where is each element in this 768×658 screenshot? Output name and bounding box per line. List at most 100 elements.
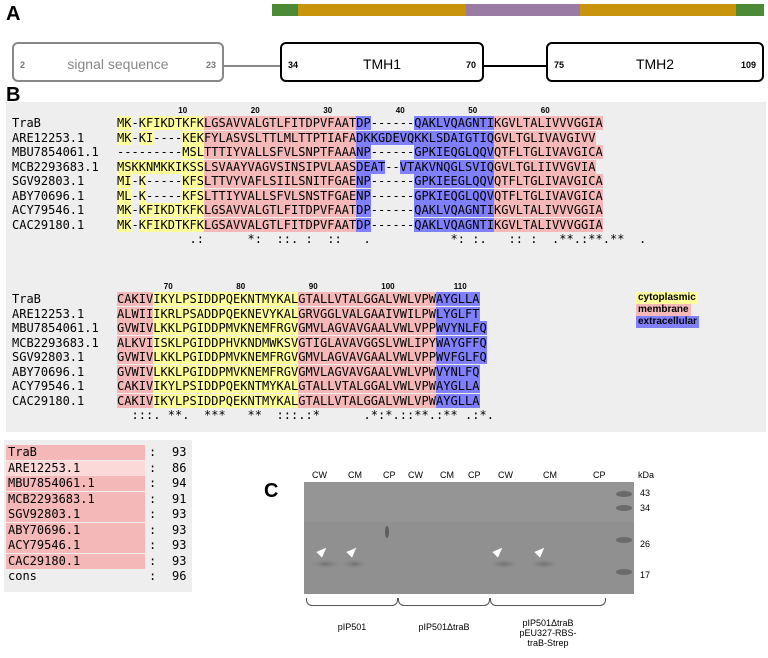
residue: A bbox=[124, 292, 132, 306]
residue: - bbox=[167, 188, 175, 203]
score-row: ACY79546.1:93 bbox=[6, 538, 190, 553]
residue: V bbox=[552, 145, 560, 159]
residue: Q bbox=[479, 145, 487, 159]
kda-marker: 26 bbox=[640, 539, 651, 549]
residue: T bbox=[320, 145, 328, 159]
residue: V bbox=[443, 116, 451, 130]
residue: - bbox=[160, 145, 168, 159]
residue: P bbox=[182, 350, 190, 364]
consensus-char: : bbox=[131, 408, 139, 422]
sequence: ALWIIIKRLPSADDPQEKNEVYKALGRVGGLVALGAAIVW… bbox=[117, 306, 480, 321]
panel-c-label: C bbox=[264, 480, 279, 502]
score-value: 93 bbox=[172, 445, 187, 459]
residue: T bbox=[378, 159, 386, 174]
residue: T bbox=[305, 393, 313, 408]
residue: S bbox=[269, 188, 277, 203]
residue: A bbox=[283, 292, 291, 306]
residue: L bbox=[327, 292, 335, 306]
residue: N bbox=[247, 292, 255, 306]
residue: - bbox=[407, 217, 415, 232]
residue: E bbox=[233, 393, 241, 408]
residue: V bbox=[124, 364, 132, 379]
residue: S bbox=[189, 145, 197, 159]
sequence-name: SGV92803.1 bbox=[12, 174, 85, 188]
residue: V bbox=[356, 321, 364, 335]
residue: R bbox=[305, 306, 313, 321]
residue: D bbox=[305, 203, 313, 217]
consensus-char: : bbox=[254, 232, 262, 246]
residue: I bbox=[436, 145, 444, 159]
residue: V bbox=[544, 130, 552, 145]
residue: Q bbox=[414, 203, 422, 217]
residue: - bbox=[378, 217, 386, 232]
residue: A bbox=[334, 130, 342, 145]
residue: A bbox=[117, 335, 125, 350]
group-label-line: pIP501ΔtraB bbox=[522, 618, 574, 628]
consensus-char bbox=[429, 232, 436, 246]
residue: V bbox=[566, 145, 574, 159]
residue: L bbox=[124, 335, 132, 350]
residue: - bbox=[399, 203, 407, 217]
residue: V bbox=[283, 145, 291, 159]
residue: K bbox=[494, 116, 502, 130]
sequence-name: ACY79546.1 bbox=[12, 379, 85, 393]
residue: D bbox=[305, 217, 313, 232]
consensus-char: * bbox=[414, 408, 422, 422]
residue: G bbox=[414, 145, 422, 159]
residue: T bbox=[523, 188, 531, 203]
consensus-char bbox=[233, 232, 240, 246]
residue: I bbox=[138, 292, 146, 306]
residue: Y bbox=[269, 379, 277, 393]
residue: D bbox=[211, 393, 219, 408]
residue: L bbox=[457, 159, 465, 174]
residue: L bbox=[515, 217, 523, 232]
residue: L bbox=[153, 364, 161, 379]
residue: A bbox=[283, 393, 291, 408]
residue: S bbox=[349, 159, 357, 174]
residue: G bbox=[370, 335, 378, 350]
residue: D bbox=[204, 379, 212, 393]
panel-a-label: A bbox=[6, 3, 21, 25]
residue: P bbox=[182, 292, 190, 306]
residue: S bbox=[298, 174, 306, 188]
consensus-char: : bbox=[399, 408, 407, 422]
residue: V bbox=[356, 350, 364, 364]
residue: I bbox=[196, 379, 204, 393]
consensus-char bbox=[342, 232, 349, 246]
residue: K bbox=[167, 364, 175, 379]
domain-label: TMH2 bbox=[635, 56, 675, 72]
residue: D bbox=[356, 203, 364, 217]
residue: I bbox=[544, 174, 552, 188]
consensus-char bbox=[632, 232, 639, 246]
residue: I bbox=[146, 306, 154, 321]
residue: V bbox=[312, 306, 320, 321]
consensus-char: . bbox=[639, 232, 647, 246]
group-label-line: pIP501ΔtraB bbox=[418, 622, 470, 632]
residue: - bbox=[175, 174, 183, 188]
residue: A bbox=[349, 335, 357, 350]
consensus-char bbox=[320, 232, 327, 246]
arrowhead bbox=[316, 547, 327, 558]
residue: K bbox=[428, 145, 436, 159]
residue: I bbox=[305, 159, 313, 174]
residue: V bbox=[138, 335, 146, 350]
residue: M bbox=[262, 335, 270, 350]
residue: S bbox=[218, 116, 226, 130]
residue: S bbox=[378, 335, 386, 350]
residue: D bbox=[211, 292, 219, 306]
consensus-char bbox=[233, 408, 240, 422]
residue: F bbox=[341, 130, 349, 145]
residue: I bbox=[138, 364, 146, 379]
residue: T bbox=[305, 335, 313, 350]
residue: - bbox=[175, 130, 183, 145]
residue: V bbox=[508, 116, 516, 130]
residue: A bbox=[349, 350, 357, 364]
residue: L bbox=[407, 379, 415, 393]
residue: A bbox=[233, 159, 241, 174]
residue: Q bbox=[472, 188, 480, 203]
residue: R bbox=[276, 364, 284, 379]
consensus-char: : bbox=[291, 408, 299, 422]
